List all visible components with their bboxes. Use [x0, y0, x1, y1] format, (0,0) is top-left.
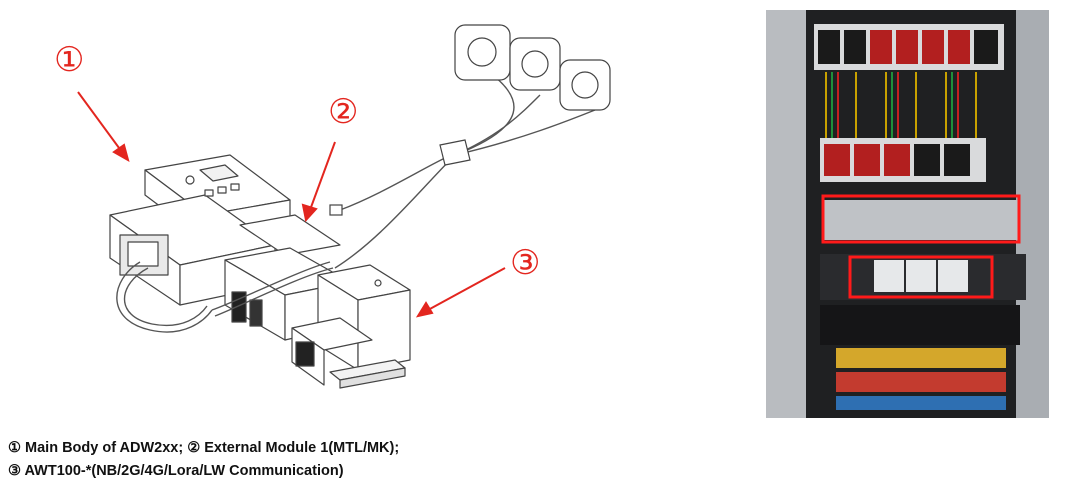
meter-unit [874, 260, 904, 292]
caption-line-1: ① Main Body of ADW2xx; ② External Module… [8, 440, 400, 456]
meter-assembly-illustration [77, 24, 611, 389]
device-drawing [77, 24, 611, 389]
breaker-row-top [814, 24, 1004, 70]
highlight-box-duct [821, 194, 1021, 244]
meter-unit [938, 260, 968, 292]
communication-module [291, 264, 411, 386]
marker-external-module: ② [328, 92, 359, 132]
caption-line-2: ③ AWT100-*(NB/2G/4G/Lora/LW Communicatio… [8, 463, 344, 479]
cable-duct [824, 200, 1018, 240]
marker-main-body: ① [54, 40, 85, 80]
distribution-cabinet-photo [766, 10, 1049, 418]
current-transformers [329, 24, 611, 216]
red-arrow-icon [77, 91, 506, 318]
marker-communication-module: ③ [510, 243, 541, 283]
meter-unit [906, 260, 936, 292]
breaker-row-middle [820, 138, 986, 182]
highlight-box-meters [848, 255, 994, 299]
cabinet-image [766, 10, 1049, 418]
